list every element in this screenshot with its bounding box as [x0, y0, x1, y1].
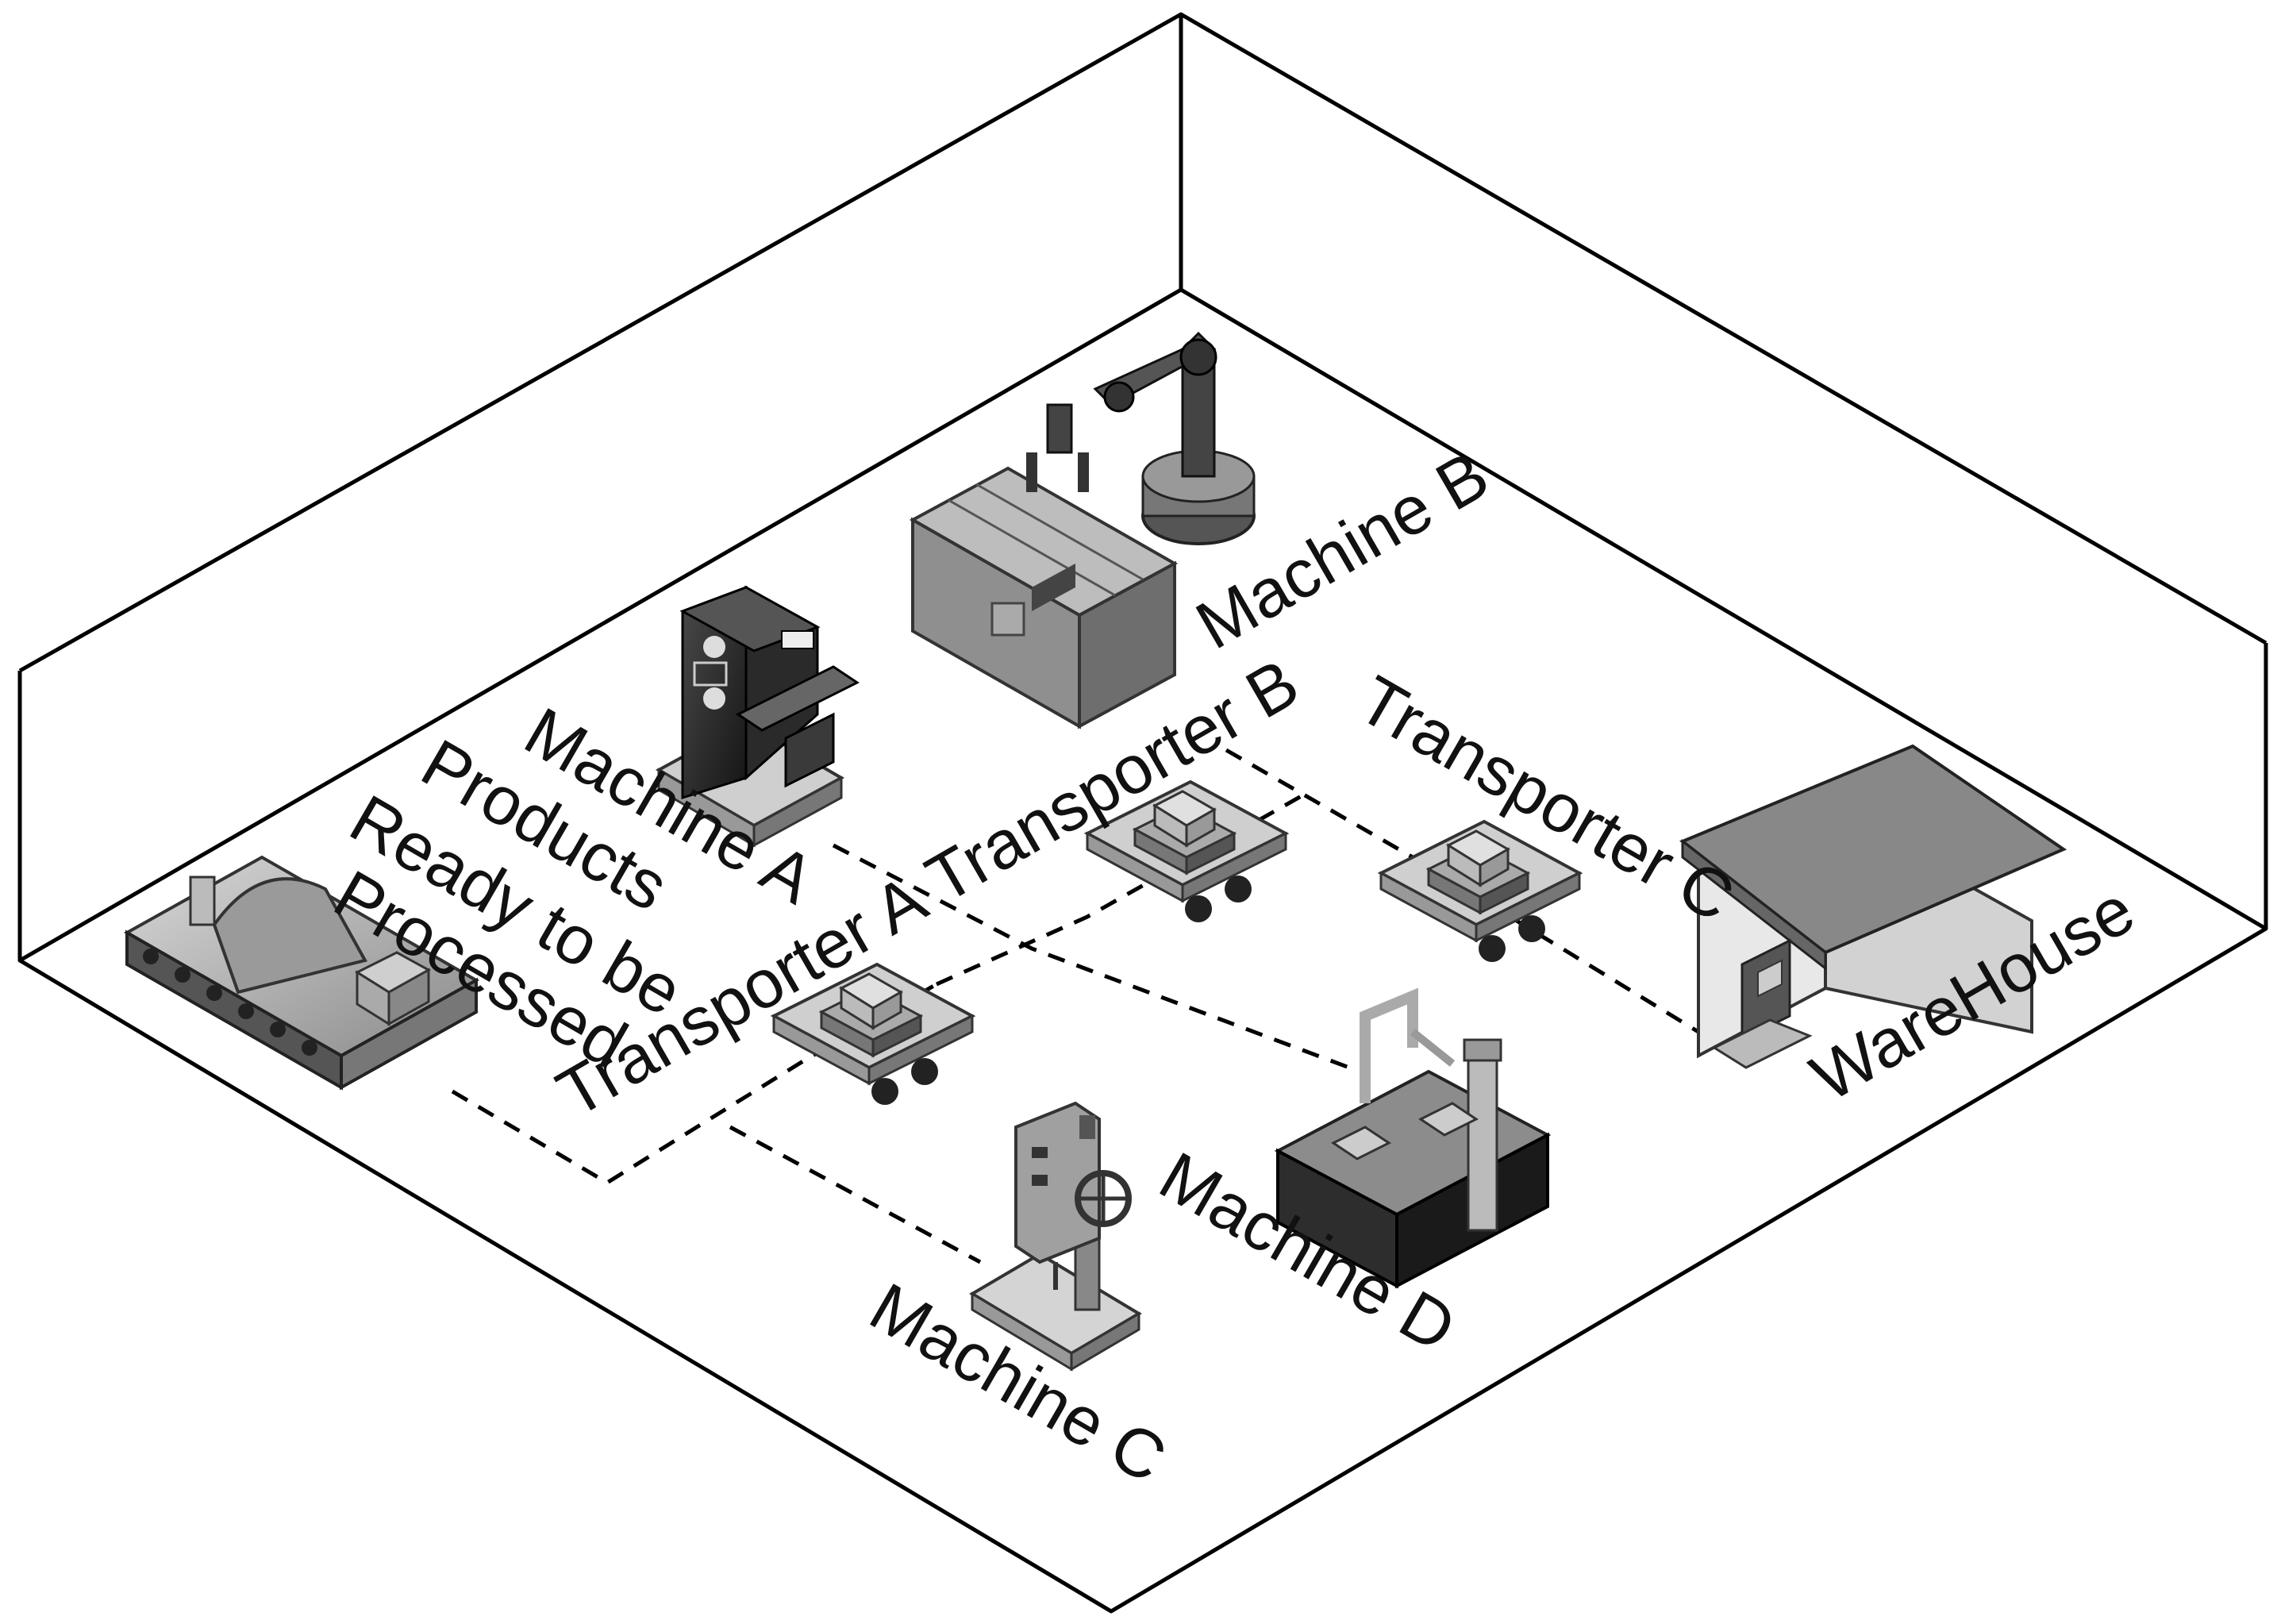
path-transporter-a-to-c	[729, 1125, 982, 1264]
robot-arm-icon	[909, 331, 1256, 729]
path-machine-a-to-d	[832, 843, 1350, 1070]
room-walls	[17, 12, 2268, 1614]
agv-cart-icon	[1377, 819, 1583, 962]
conveyor-belt-icon	[123, 855, 480, 1091]
warehouse-icon	[1679, 744, 2067, 1069]
agv-cart-icon	[770, 962, 976, 1105]
drill-press-icon	[969, 1101, 1142, 1372]
agv-cart-icon	[1083, 779, 1290, 922]
milling-machine-icon	[655, 585, 860, 848]
assembly-station-icon	[1274, 987, 1552, 1289]
